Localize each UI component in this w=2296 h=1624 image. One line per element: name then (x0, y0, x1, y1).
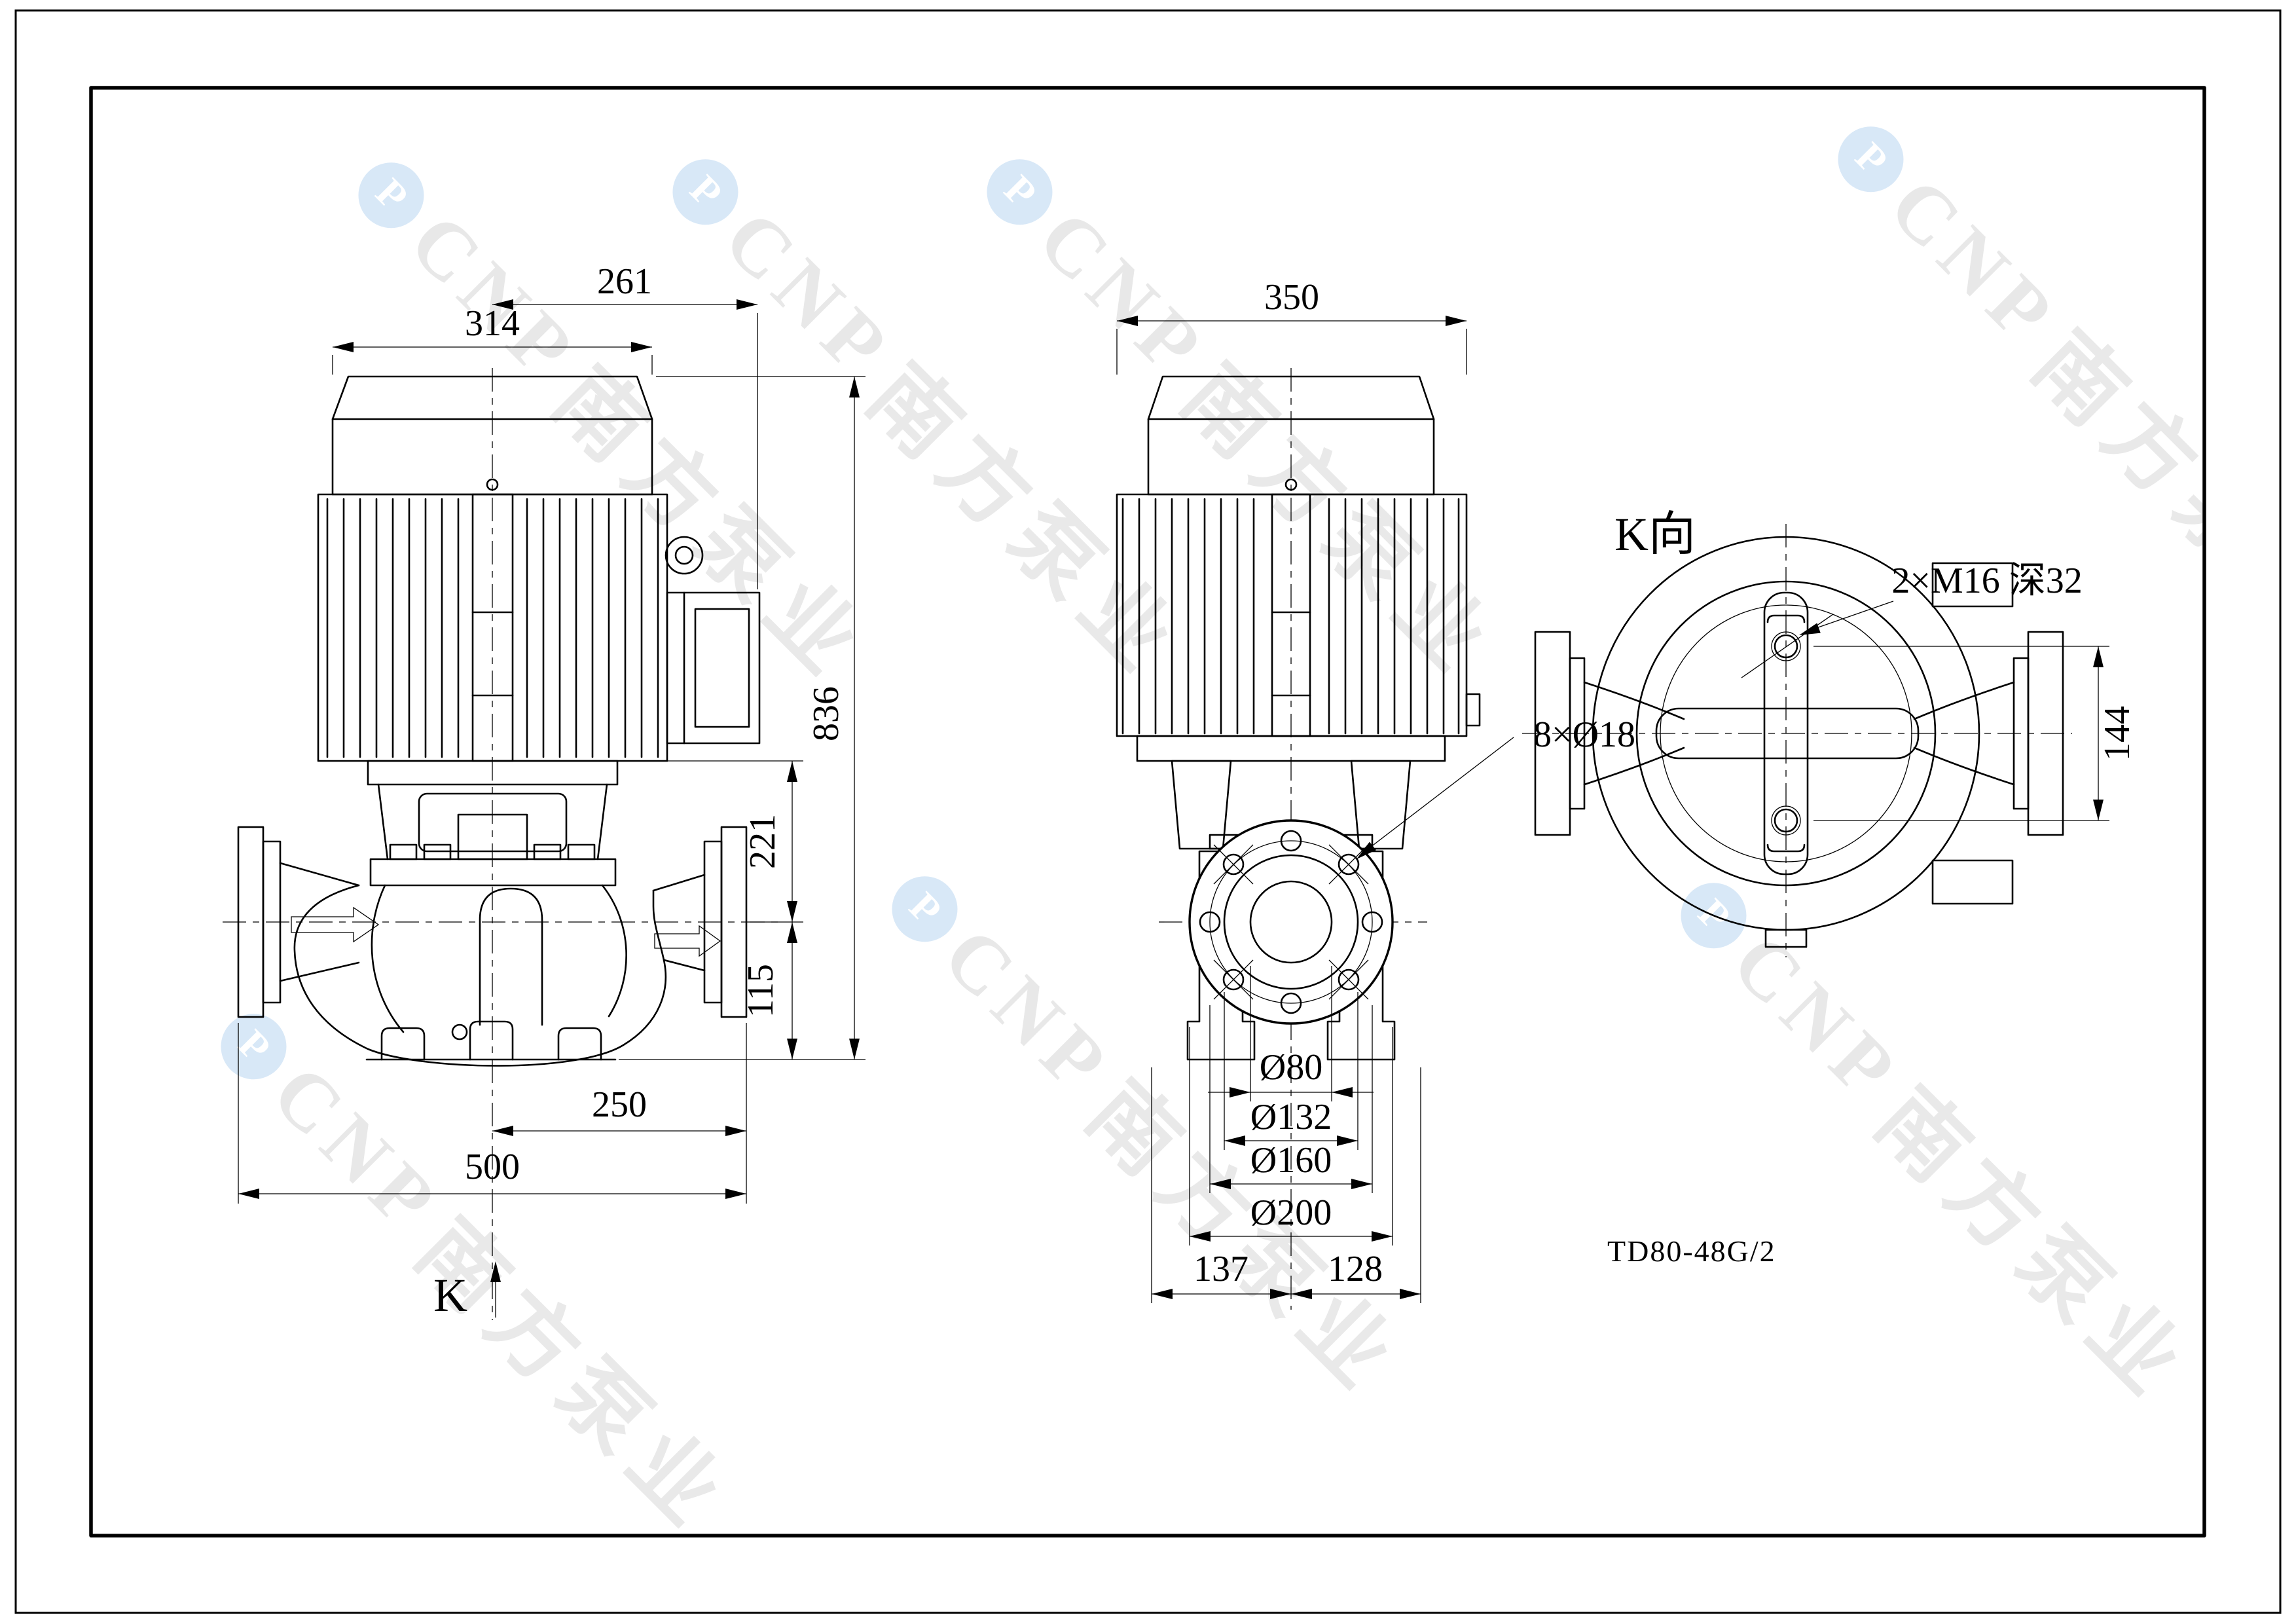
view-arrow-label-k: K (433, 1269, 467, 1321)
dim-d132: Ø132 (1250, 1097, 1332, 1137)
cross-support-bracket (1655, 591, 1920, 948)
outer-border (14, 9, 2282, 1614)
tapped-hole-m16 (1774, 634, 1798, 659)
dim-836: 836 (806, 686, 847, 741)
bolt-hole (1222, 853, 1245, 876)
motor-body (1116, 493, 1481, 737)
dim-tapped-holes: 2×M16 深32 (1891, 561, 2082, 601)
bolt-hole (1280, 992, 1302, 1014)
drain-plug (451, 1024, 468, 1041)
dim-261: 261 (597, 261, 652, 302)
dim-115: 115 (740, 964, 781, 1018)
front-view: 350 8×Ø18 Ø80 Ø132 (1116, 277, 1635, 1310)
inner-border (89, 86, 2206, 1538)
lifting-eye (665, 536, 704, 575)
terminal-box-edge (1931, 562, 2014, 608)
bolt-hole (1280, 830, 1302, 852)
flow-arrow-inlet (291, 906, 380, 943)
terminal-box (666, 591, 761, 745)
dim-d160: Ø160 (1250, 1140, 1332, 1181)
discharge-pipe (1913, 681, 2015, 786)
conduit-stub (1465, 693, 1481, 727)
k-view: K向 2×M16 深32 144 (1522, 508, 2138, 957)
model-code: TD80-48G/2 (1607, 1234, 1776, 1268)
terminal-box-edge (1931, 859, 2014, 905)
dim-128: 128 (1328, 1249, 1383, 1289)
dim-314: 314 (465, 303, 520, 344)
pump-casing (237, 826, 748, 1067)
bottom-tab (1764, 929, 1808, 948)
lifting-eye-hole (674, 545, 694, 565)
dim-137: 137 (1194, 1249, 1248, 1289)
dim-221: 221 (742, 814, 783, 869)
k-view-title: K向 (1614, 508, 1696, 561)
bolt-hole (1361, 911, 1383, 933)
bolt-hole (1338, 853, 1360, 876)
front-view-dimensions: 350 8×Ø18 Ø80 Ø132 (1116, 277, 1635, 1303)
suction-flange-face (1188, 819, 1394, 1025)
discharge-flange-top (2013, 631, 2064, 836)
inner-outline (1660, 604, 1912, 862)
bolt-hole (1222, 969, 1245, 991)
dim-144: 144 (2097, 706, 2138, 761)
k-view-dimensions: K向 2×M16 深32 144 (1614, 508, 2138, 821)
motor-outline (1635, 580, 1937, 887)
side-view: 261 314 836 22 (223, 261, 866, 1321)
motor-body (317, 493, 668, 762)
tapped-hole-m16 (1774, 808, 1798, 833)
suction-flange-top (1534, 631, 1586, 836)
dim-250: 250 (592, 1084, 647, 1125)
motor-stool (367, 760, 619, 860)
bolt-hole (1338, 969, 1360, 991)
flow-arrow-outlet (654, 925, 721, 957)
dim-350: 350 (1264, 277, 1319, 318)
dim-d200: Ø200 (1250, 1192, 1332, 1233)
dim-d80: Ø80 (1260, 1047, 1322, 1088)
suction-pipe (1583, 681, 1685, 786)
side-view-dimensions: 261 314 836 22 (238, 261, 866, 1321)
bolt-hole (1199, 911, 1221, 933)
dim-500: 500 (465, 1147, 520, 1187)
